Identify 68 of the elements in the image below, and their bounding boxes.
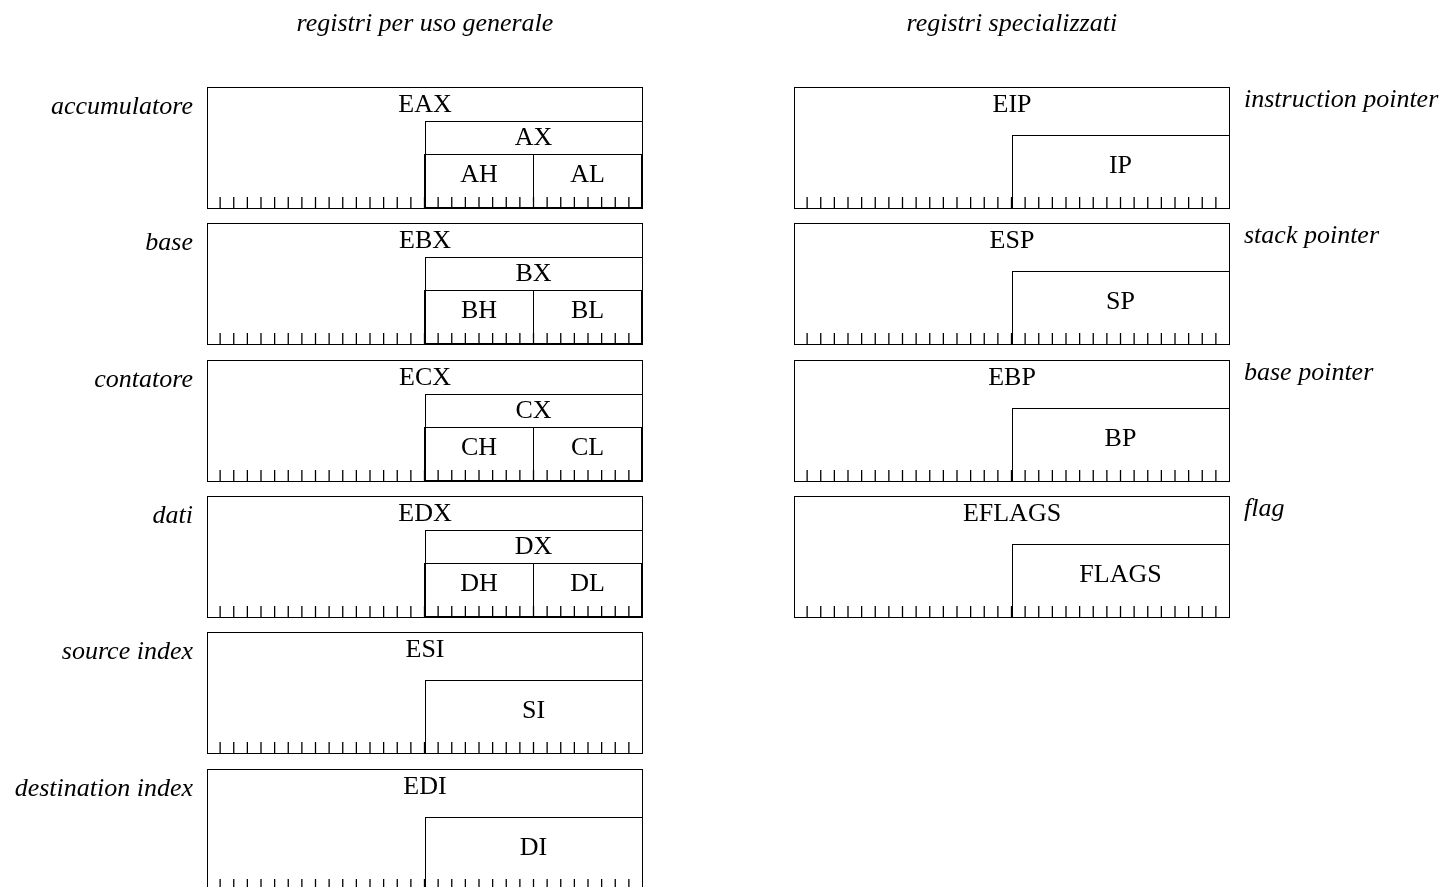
register-name: AH	[460, 159, 498, 189]
sub-register-box	[1011, 270, 1230, 345]
sub-register-box	[424, 256, 643, 345]
register-box	[207, 87, 643, 209]
register-description: stack pointer	[1244, 220, 1380, 250]
register-box	[207, 223, 643, 345]
register-name: AL	[570, 159, 605, 189]
register-name: CH	[460, 432, 498, 462]
sub-register-box	[533, 427, 642, 481]
sub-register-box	[424, 393, 643, 482]
sub-register-box	[1011, 134, 1230, 209]
register-box	[794, 496, 1230, 618]
register-description: contatore	[94, 364, 193, 394]
register-name: BL	[570, 295, 605, 325]
register-description: base	[145, 227, 193, 257]
register-name: EFLAGS	[962, 497, 1062, 528]
sub-register-box	[424, 154, 534, 208]
register-name: SP	[1106, 285, 1135, 316]
register-description: dati	[152, 500, 193, 530]
sub-register-box	[533, 154, 642, 208]
register-name: DH	[460, 568, 498, 598]
register-name: AX	[514, 122, 553, 152]
register-description: accumulatore	[51, 91, 193, 121]
register-box	[794, 223, 1230, 345]
register-name: ESI	[405, 633, 445, 664]
register-name: EDI	[403, 770, 447, 801]
register-box	[207, 632, 643, 754]
column-heading: registri specializzati	[906, 8, 1118, 38]
sub-register-box	[424, 529, 643, 618]
register-name: BH	[460, 295, 498, 325]
register-name: EBP	[988, 361, 1036, 392]
column-heading: registri per uso generale	[296, 8, 554, 38]
register-name: SI	[521, 694, 546, 725]
register-description: destination index	[14, 773, 193, 803]
register-box	[207, 496, 643, 618]
register-box	[794, 87, 1230, 209]
register-description: base pointer	[1244, 357, 1374, 387]
register-box	[794, 360, 1230, 482]
sub-register-box	[424, 563, 534, 617]
register-description: source index	[61, 636, 193, 666]
register-name: EIP	[992, 88, 1032, 119]
register-name: CX	[515, 395, 552, 425]
register-box	[207, 769, 643, 887]
sub-register-box	[533, 290, 642, 344]
sub-register-box	[424, 816, 643, 887]
sub-register-box	[1011, 407, 1230, 482]
register-description: instruction pointer	[1244, 84, 1439, 114]
register-name: DI	[519, 831, 548, 862]
register-name: EAX	[398, 88, 452, 119]
register-box	[207, 360, 643, 482]
register-name: ESP	[989, 224, 1035, 255]
register-name: BX	[515, 258, 552, 288]
sub-register-box	[424, 120, 643, 209]
register-name: IP	[1108, 149, 1133, 180]
register-name: BP	[1104, 422, 1137, 453]
sub-register-box	[424, 427, 534, 481]
register-name: DX	[514, 531, 553, 561]
register-name: FLAGS	[1079, 558, 1162, 589]
register-name: ECX	[399, 361, 451, 392]
sub-register-box	[424, 679, 643, 754]
register-name: DL	[570, 568, 605, 598]
register-name: EDX	[398, 497, 452, 528]
register-description: flag	[1244, 493, 1285, 523]
register-name: CL	[570, 432, 605, 462]
sub-register-box	[533, 563, 642, 617]
register-name: EBX	[399, 224, 451, 255]
sub-register-box	[424, 290, 534, 344]
sub-register-box	[1011, 543, 1230, 618]
